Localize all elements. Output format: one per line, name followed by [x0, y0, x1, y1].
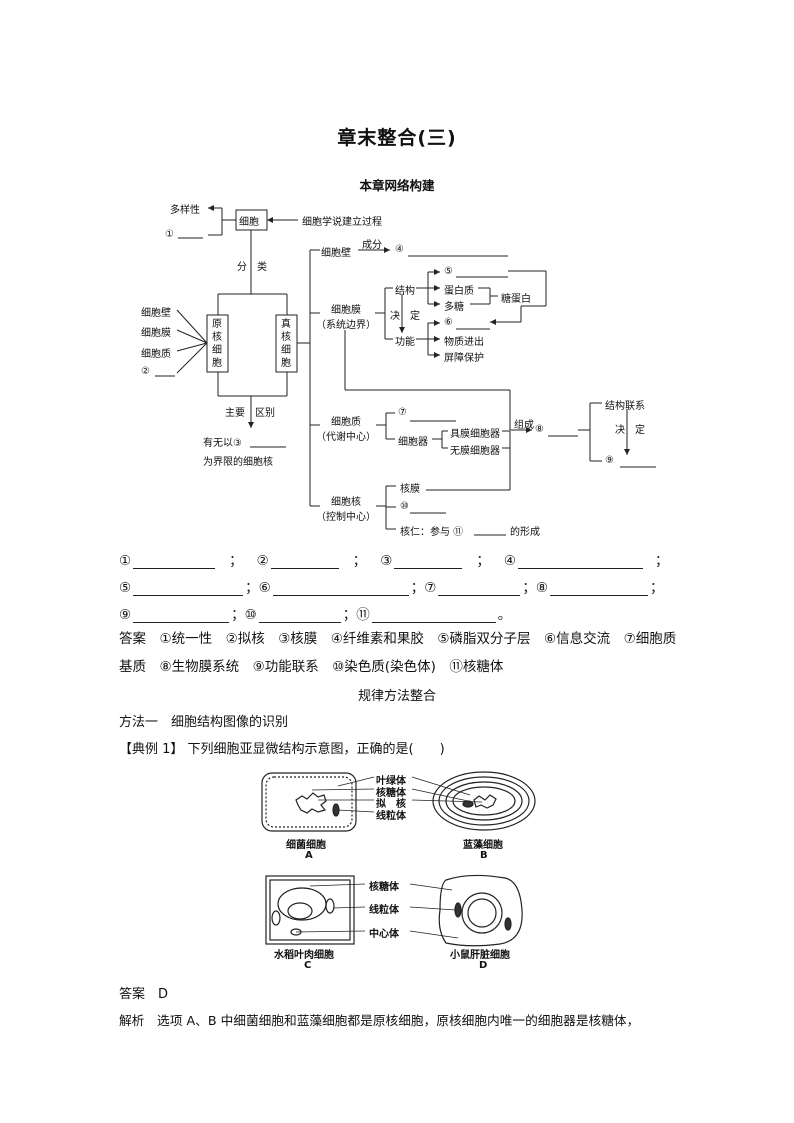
- main-diff-label: 主要 区别: [225, 408, 275, 419]
- nucleolus-prefix: 核仁：参与 ⑪: [400, 527, 464, 538]
- label-nucleoid: 拟 核: [376, 799, 406, 810]
- structure-label: 结构: [395, 286, 415, 297]
- label-mitochondria-top: 线粒体: [376, 811, 406, 822]
- prokaryote-label: 原核 细胞: [212, 319, 222, 369]
- nucleus-question-1: 有无以③: [203, 438, 242, 449]
- cell-label: 细胞: [239, 217, 259, 228]
- membrane-sub-label: （系统边界）: [316, 320, 376, 331]
- concept-map-lines: [155, 205, 656, 536]
- nonmembrane-organelle-label: 无膜细胞器: [450, 446, 500, 457]
- classify-label: 分 类: [237, 262, 267, 273]
- network-heading: 本章网络构建: [359, 178, 435, 193]
- fig-a-letter: A: [305, 850, 313, 861]
- pro-item-wall: 细胞壁: [141, 308, 171, 319]
- fig-b-letter: B: [480, 850, 488, 861]
- method-heading: 规律方法整合: [357, 689, 436, 704]
- answer-paragraph: 答案 ①统一性 ②拟核 ③核膜 ④纤维素和果胶 ⑤磷脂双分子层 ⑥信息交流 ⑦细…: [119, 631, 677, 675]
- membrane-organelle-label: 具膜细胞器: [450, 429, 500, 440]
- page-title: 章末整合(三): [337, 127, 457, 149]
- blank-4-label: ④: [395, 244, 404, 255]
- label-chloroplast: 叶绿体: [376, 776, 406, 787]
- fill-row-3: ⑨ ； ⑩ ； ⑪ 。: [119, 606, 512, 623]
- organelle-label: 细胞器: [398, 437, 428, 448]
- fill-row-1: ① ； ② ； ③ ； ④ ；: [119, 552, 669, 569]
- answer-blank[interactable]: [371, 606, 496, 623]
- answer-blank[interactable]: [549, 579, 648, 596]
- answer-blank[interactable]: [133, 606, 230, 623]
- fig-c-letter: C: [304, 960, 312, 971]
- determine2-label: 决 定: [615, 425, 645, 436]
- fig-d-letter: D: [479, 960, 488, 971]
- polysaccharide-label: 多糖: [444, 302, 464, 313]
- blank-9-label: ⑨: [605, 455, 614, 466]
- nucleolus-suffix: 的形成: [510, 527, 540, 538]
- pro-item-cytoplasm: 细胞质: [141, 349, 171, 360]
- protection-label: 屏障保护: [444, 353, 484, 364]
- membrane-label: 细胞膜: [331, 305, 361, 316]
- pro-item-blank2: ②: [141, 366, 150, 377]
- cytoplasm-label: 细胞质: [331, 417, 361, 428]
- mouse-cell-name: 小鼠肝脏细胞: [450, 950, 510, 961]
- history-label: 细胞学说建立过程: [302, 217, 382, 228]
- answer-blank[interactable]: [517, 552, 643, 569]
- cytoplasm-sub-label: （代谢中心）: [316, 432, 376, 443]
- answer-blank[interactable]: [438, 579, 521, 596]
- fill-row-2: ⑤ ； ⑥ ； ⑦ ； ⑧ ；: [119, 579, 664, 596]
- glycoprotein-label: 糖蛋白: [501, 294, 531, 305]
- protein-label: 蛋白质: [444, 286, 474, 297]
- transport-label: 物质进出: [444, 337, 484, 348]
- answer-blank[interactable]: [133, 579, 244, 596]
- blank-10-label: ⑩: [400, 501, 409, 512]
- nucleus-question-2: 为界限的细胞核: [203, 457, 273, 468]
- blank-8-label: ⑧: [535, 424, 544, 435]
- example-1-question: 【典例 1】 下列细胞亚显微结构示意图，正确的是( ): [119, 742, 445, 757]
- blank-7-label: ⑦: [398, 407, 407, 418]
- function-label: 功能: [395, 337, 415, 348]
- blank-6-label: ⑥: [444, 317, 453, 328]
- concept-map: 多样性 ① 细胞 细胞学说建立过程 分 类 细胞壁 细胞膜 细胞质 ② 原核 细…: [0, 0, 794, 545]
- cyanobacteria-name: 蓝藻细胞: [463, 840, 503, 851]
- blank-5-label: ⑤: [444, 266, 453, 277]
- pro-item-membrane: 细胞膜: [141, 328, 171, 339]
- analysis-text: 解析 选项 A、B 中细菌细胞和蓝藻细胞都是原核细胞，原核细胞内唯一的细胞器是核…: [119, 1013, 640, 1028]
- nucleus-label: 细胞核: [331, 497, 361, 508]
- nuclear-membrane-label: 核膜: [400, 484, 420, 495]
- cell-wall-label: 细胞壁: [321, 248, 351, 259]
- answer-blank[interactable]: [258, 606, 341, 623]
- answer-2: 答案 D: [119, 987, 169, 1002]
- method-1-title: 方法一 细胞结构图像的识别: [119, 715, 289, 730]
- nucleus-sub-label: （控制中心）: [316, 512, 376, 523]
- answer-blank[interactable]: [272, 579, 409, 596]
- label-ribosome-top: 核糖体: [376, 788, 406, 799]
- answer-blank[interactable]: [394, 552, 463, 569]
- answer-blank[interactable]: [133, 552, 216, 569]
- eukaryote-label: 真核 细胞: [281, 319, 291, 369]
- diversity-label: 多样性: [170, 205, 200, 216]
- label-mitochondria-bottom: 线粒体: [369, 905, 399, 916]
- label-centriole: 中心体: [369, 929, 399, 940]
- determine-label: 决 定: [390, 311, 420, 322]
- cell-figure-drawing: [261, 771, 536, 947]
- cell-figure: 叶绿体 核糖体 拟 核 线粒体 细菌细胞 A 蓝藻细胞 B 核糖体 线粒体 中心…: [0, 760, 794, 975]
- blank-1-label: ①: [165, 229, 174, 240]
- rice-cell-name: 水稻叶肉细胞: [274, 950, 334, 961]
- label-ribosome-bottom: 核糖体: [369, 882, 399, 893]
- bacteria-name: 细菌细胞: [286, 840, 326, 851]
- component-label: 成分: [362, 240, 382, 251]
- answer-blank[interactable]: [270, 552, 339, 569]
- compose-label: 组成: [514, 420, 534, 431]
- struct-link-label: 结构联系: [605, 401, 645, 412]
